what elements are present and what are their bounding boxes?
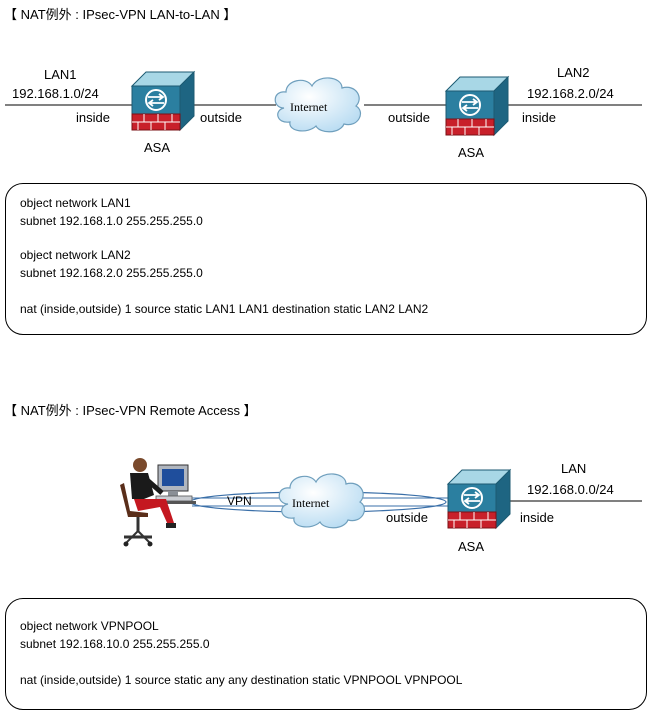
lan-subnet-label: 192.168.0.0/24 <box>527 482 614 497</box>
config-line: object network LAN2 <box>20 248 131 262</box>
internet-label: Internet <box>290 100 328 114</box>
config-line: subnet 192.168.10.0 255.255.255.0 <box>20 637 210 651</box>
lan2-subnet-label: 192.168.2.0/24 <box>527 86 614 101</box>
lan1-name-label: LAN1 <box>44 67 77 82</box>
config-line: object network LAN1 <box>20 196 131 210</box>
section2-title: 【 NAT例外 : IPsec-VPN Remote Access 】 <box>4 403 257 418</box>
lan2-name-label: LAN2 <box>557 65 590 80</box>
left-outside-label: outside <box>200 110 242 125</box>
config-box-lan-to-lan: object network LAN1 subnet 192.168.1.0 2… <box>5 183 647 335</box>
remote-user-icon <box>120 458 196 547</box>
left-inside-label: inside <box>76 110 110 125</box>
vpn-label: VPN <box>227 494 252 508</box>
right-outside-label: outside <box>388 110 430 125</box>
config-box-remote-access: object network VPNPOOL subnet 192.168.10… <box>5 598 647 710</box>
asa-firewall-icon <box>447 469 511 529</box>
lan1-subnet-label: 192.168.1.0/24 <box>12 86 99 101</box>
config-line: subnet 192.168.1.0 255.255.255.0 <box>20 214 203 228</box>
config-line: nat (inside,outside) 1 source static any… <box>20 673 463 687</box>
config-line: subnet 192.168.2.0 255.255.255.0 <box>20 266 203 280</box>
outside-label: outside <box>386 510 428 525</box>
right-inside-label: inside <box>522 110 556 125</box>
right-asa-label: ASA <box>458 145 485 160</box>
asa-label: ASA <box>458 539 485 554</box>
asa-firewall-icon <box>445 76 509 136</box>
config-line: nat (inside,outside) 1 source static LAN… <box>20 302 429 316</box>
asa-firewall-icon <box>131 71 195 131</box>
config-line: object network VPNPOOL <box>20 619 159 633</box>
lan-name-label: LAN <box>561 461 587 476</box>
section1-title: 【 NAT例外 : IPsec-VPN LAN-to-LAN 】 <box>4 7 237 22</box>
inside-label: inside <box>520 510 554 525</box>
internet-label: Internet <box>292 496 330 510</box>
left-asa-label: ASA <box>144 140 171 155</box>
